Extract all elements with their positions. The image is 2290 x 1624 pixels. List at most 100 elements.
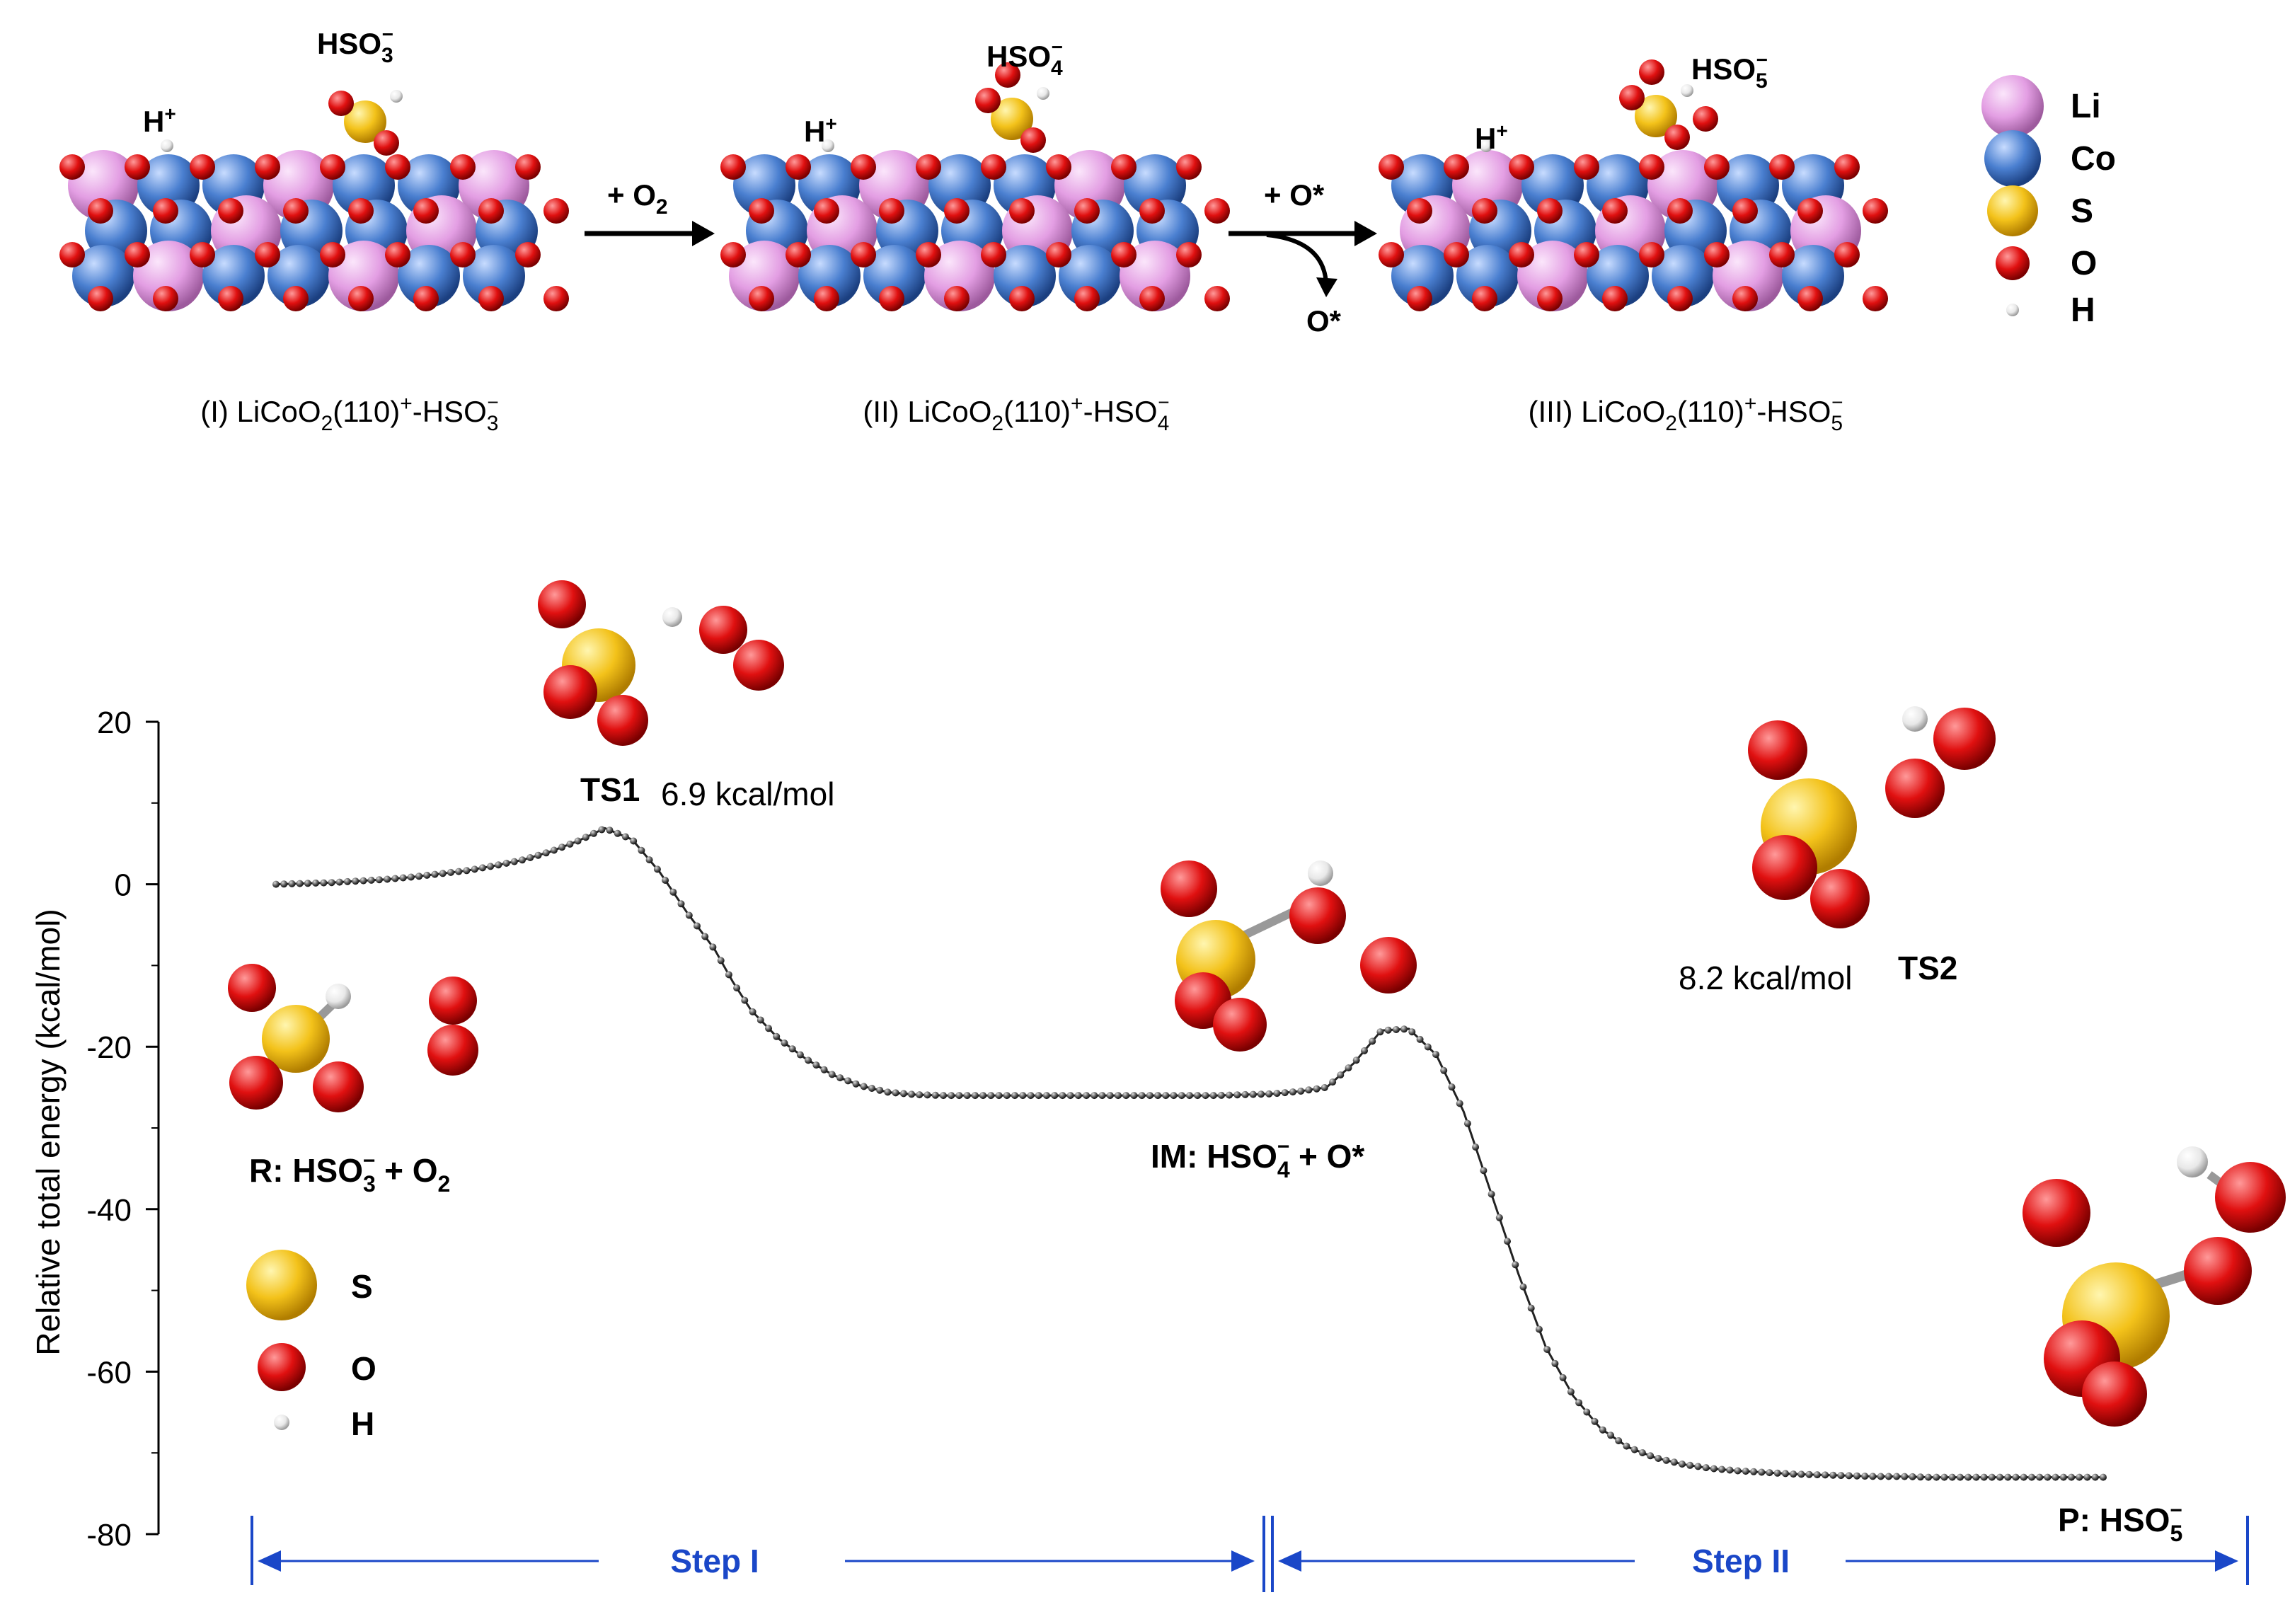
curve-point <box>288 880 296 887</box>
y-tick-label: 20 <box>97 706 132 740</box>
curve-point <box>860 1083 868 1090</box>
arrow1-label: + O <box>607 178 656 212</box>
curve-point <box>1837 1472 1845 1480</box>
o-atom <box>1574 242 1599 267</box>
curve-point <box>963 1092 971 1100</box>
o-atom <box>981 242 1006 267</box>
o-atom <box>450 242 476 267</box>
o-atom <box>1602 286 1628 311</box>
o-atom <box>786 154 811 180</box>
svg-text:+ O2: + O2 <box>607 178 668 219</box>
curve-point <box>2091 1473 2099 1481</box>
li-atom <box>924 241 995 311</box>
curve-point <box>1488 1190 1495 1198</box>
li-atom <box>729 241 800 311</box>
curve-point <box>367 876 375 884</box>
curve-point <box>320 879 328 887</box>
curve-point <box>478 864 486 872</box>
legend-swatch-s <box>1987 185 2038 236</box>
curve-point <box>1964 1473 1972 1481</box>
h-atom <box>161 139 173 152</box>
curve-point <box>805 1056 812 1064</box>
o-atom <box>851 242 876 267</box>
curve-point <box>1432 1051 1439 1059</box>
curve-point <box>1424 1043 1432 1051</box>
energy-curve <box>272 826 2107 1481</box>
curve-point <box>1551 1359 1559 1367</box>
curve-point <box>1186 1092 1193 1100</box>
li-atom <box>1120 241 1190 311</box>
curve-point <box>304 880 311 887</box>
co-atom <box>798 245 861 307</box>
co-atom <box>72 245 134 307</box>
co-atom <box>463 245 525 307</box>
curve-point <box>788 1045 796 1053</box>
curve-point <box>1567 1388 1575 1395</box>
o-atom <box>1639 154 1664 180</box>
ts2-value: 8.2 kcal/mol <box>1679 960 1852 996</box>
o-atom <box>413 198 439 224</box>
o-atom <box>786 242 811 267</box>
o-atom <box>1020 127 1046 153</box>
curve-point <box>653 865 661 873</box>
mol-legend-swatch-s <box>246 1250 317 1320</box>
curve-point <box>1996 1473 2004 1481</box>
mol-legend-label: O <box>351 1350 376 1387</box>
curve-point <box>899 1090 907 1098</box>
step2-label: Step II <box>1692 1543 1790 1579</box>
o-atom <box>190 154 215 180</box>
curve-point <box>1988 1473 1996 1481</box>
legend-label: S <box>2071 192 2093 230</box>
o-atom <box>348 198 374 224</box>
o-atom <box>851 154 876 180</box>
o-atom <box>320 154 345 180</box>
y-tick-label: -20 <box>86 1030 132 1065</box>
curve-point <box>1146 1092 1153 1100</box>
curve-point <box>1027 1092 1035 1100</box>
curve-point <box>1233 1091 1241 1099</box>
step-markers: Step I Step II <box>251 1516 2249 1592</box>
curve-point <box>1662 1456 1670 1464</box>
o-atom <box>1444 154 1469 180</box>
o-atom <box>1204 198 1230 224</box>
curve-point <box>1893 1473 1901 1480</box>
curve-point <box>312 879 320 887</box>
curve-point <box>1226 1091 1233 1099</box>
curve-point <box>1265 1090 1273 1098</box>
curve-point <box>1686 1461 1694 1469</box>
curve-point <box>1154 1092 1162 1100</box>
curve-point <box>542 849 550 857</box>
mol-legend-swatch-o <box>258 1343 306 1391</box>
curve-point <box>399 874 407 882</box>
o-atom <box>814 286 839 311</box>
y-tick-label: -80 <box>86 1518 132 1553</box>
curve-point <box>1877 1473 1885 1480</box>
curve-point <box>1066 1092 1074 1100</box>
o-atom <box>515 242 541 267</box>
o-atom <box>450 154 476 180</box>
legend-swatch-h <box>2006 304 2019 316</box>
li-atom <box>1517 241 1588 311</box>
molecule-p <box>2023 1146 2286 1427</box>
curve-point <box>868 1085 875 1092</box>
o-atom <box>1509 242 1534 267</box>
co-atom <box>398 245 460 307</box>
curve-point <box>1011 1092 1018 1100</box>
o-atom <box>1111 154 1137 180</box>
curve-point <box>1202 1092 1209 1100</box>
mol-legend-label: S <box>351 1268 373 1305</box>
y-tick-label: -60 <box>86 1355 132 1390</box>
o-atom <box>1704 242 1730 267</box>
curve-point <box>1797 1470 1805 1478</box>
slab-3 <box>1379 59 1888 311</box>
curve-point <box>1074 1092 1082 1100</box>
curve-point <box>423 871 431 879</box>
curve-point <box>908 1090 916 1098</box>
curve-point <box>1591 1417 1599 1425</box>
curve-point <box>1035 1092 1042 1100</box>
molecule-ts2 <box>1748 706 1996 928</box>
curve-point <box>2076 1473 2083 1481</box>
o-atom <box>218 286 243 311</box>
o-atom <box>1046 242 1071 267</box>
proton-label-2: H+ <box>804 113 837 148</box>
